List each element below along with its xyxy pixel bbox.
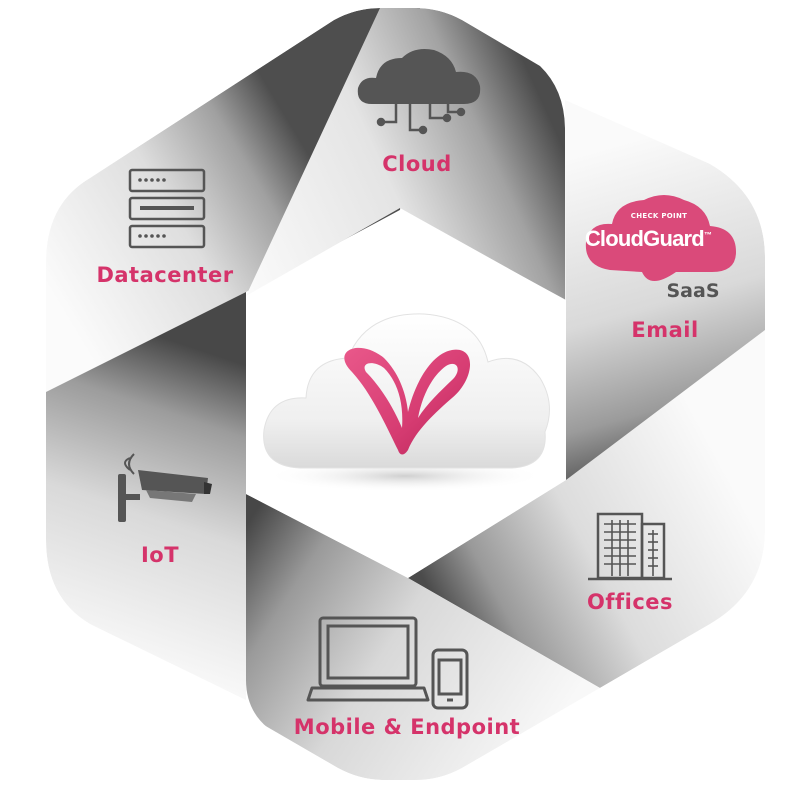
badge-cloudguard: CloudGuard™ xyxy=(584,226,712,252)
center-cloud xyxy=(263,313,550,492)
segment-cloud xyxy=(246,8,565,300)
security-camera-icon xyxy=(118,453,212,522)
segment-label-email: Email xyxy=(631,318,699,342)
segment-datacenter xyxy=(46,8,420,392)
segment-label-mobile: Mobile & Endpoint xyxy=(293,715,521,739)
badge-check-point: CHECK POINT xyxy=(630,212,688,220)
segment-offices xyxy=(408,330,765,688)
laptop-phone-icon xyxy=(306,616,469,710)
badge-saas: SaaS xyxy=(666,280,720,302)
segment-label-datacenter: Datacenter xyxy=(96,263,234,287)
infinity-heart-cloud-logo xyxy=(344,347,471,455)
segment-label-cloud: Cloud xyxy=(382,152,452,176)
segment-label-offices: Offices xyxy=(586,590,674,614)
segment-iot xyxy=(46,292,246,700)
segment-label-iot: IoT xyxy=(140,543,180,567)
server-rack-icon xyxy=(128,168,206,249)
segment-mobile xyxy=(246,494,600,780)
badge-trademark: ™ xyxy=(703,230,712,240)
cloud-network-icon xyxy=(357,49,481,135)
cloudguard-saas-badge xyxy=(585,195,736,281)
badge-brand-text: CloudGuard xyxy=(584,226,705,251)
office-buildings-icon xyxy=(588,512,672,581)
